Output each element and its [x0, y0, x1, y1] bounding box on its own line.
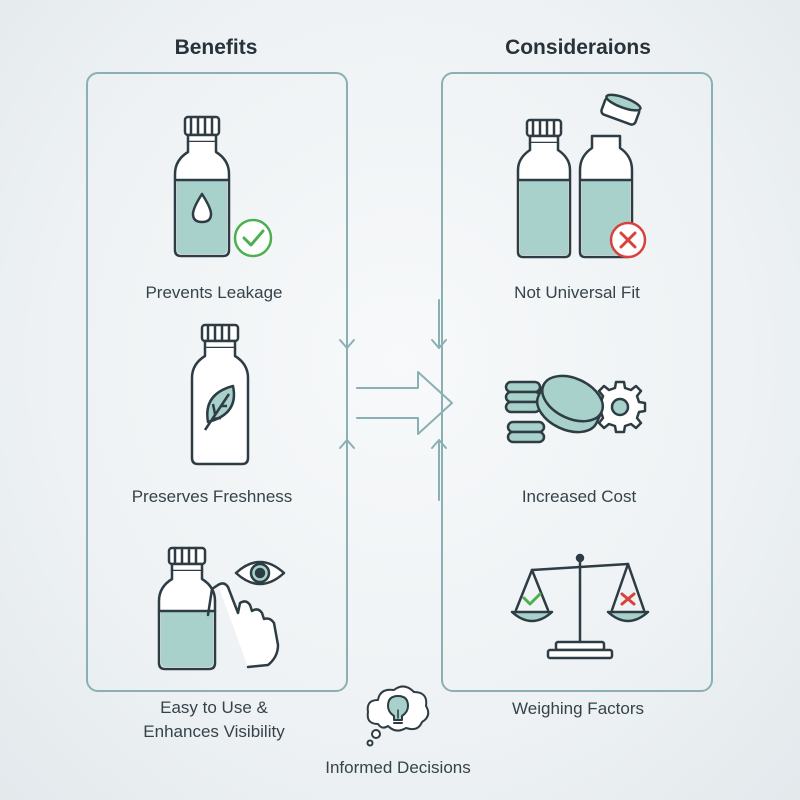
benefit-label-prevents-leakage: Prevents Leakage	[145, 283, 283, 302]
coins-gear-icon	[504, 374, 647, 444]
bottle-leaf-icon	[190, 323, 250, 466]
considerations-panel	[441, 72, 713, 692]
benefit-label-line1: Easy to Use &	[160, 698, 268, 717]
consideration-label-weighing-factors: Weighing Factors	[512, 699, 644, 718]
bottle-drop-check-icon	[173, 115, 273, 258]
lightbulb-thought-icon	[366, 685, 430, 747]
check-icon	[233, 218, 273, 258]
considerations-heading: Consideraions	[505, 36, 651, 59]
consideration-label-increased-cost: Increased Cost	[521, 487, 637, 506]
check-icon	[522, 592, 542, 606]
benefit-label-easy-to-use: Easy to Use & Enhances Visibility	[84, 696, 344, 744]
benefit-label-line2: Enhances Visibility	[143, 722, 285, 741]
footer-label-informed-decisions: Informed Decisions	[325, 758, 471, 777]
benefit-label-preserves-freshness: Preserves Freshness	[131, 487, 293, 506]
cross-icon	[620, 592, 636, 606]
bottles-cap-cross-icon	[516, 93, 647, 259]
balance-scale-icon	[510, 553, 650, 660]
benefits-heading: Benefits	[174, 36, 258, 59]
consideration-label-not-universal-fit: Not Universal Fit	[514, 283, 640, 302]
bottle-hand-eye-icon	[157, 546, 286, 671]
benefits-panel	[86, 72, 348, 692]
